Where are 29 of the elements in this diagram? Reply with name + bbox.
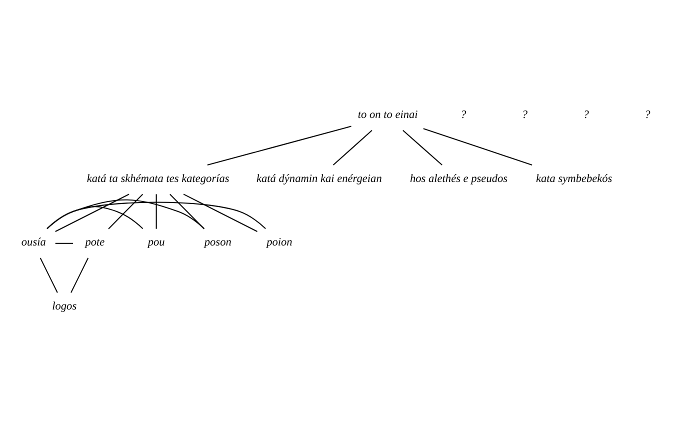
node-text: logos (52, 300, 77, 312)
connector (332, 130, 372, 166)
connector (40, 258, 58, 293)
connector (207, 126, 352, 166)
node-text: pote (85, 236, 105, 249)
connector (183, 194, 258, 232)
node-text: kata symbebekós (536, 172, 612, 185)
node-text: katá ta skhémata tes kategorías (86, 172, 230, 185)
connector (108, 194, 144, 230)
label: ? (522, 108, 528, 121)
connector (402, 130, 442, 166)
connector (46, 206, 144, 229)
node-text: pou (148, 236, 165, 249)
node-text: ousía (21, 236, 46, 249)
node-text: poson (204, 236, 232, 249)
node-text: to on to einai (358, 108, 418, 121)
node-text: poion (266, 236, 292, 249)
node-text: katá dýnamin kai enérgeian (256, 172, 382, 185)
connector (70, 258, 89, 293)
connector (55, 242, 73, 244)
connector (423, 128, 532, 166)
connector (55, 194, 130, 232)
connector (46, 202, 266, 229)
connector (156, 194, 157, 229)
label: ? (460, 108, 466, 121)
label: ? (583, 108, 589, 121)
label: ? (644, 108, 650, 121)
connector (46, 199, 205, 229)
node-text: hos alethés e pseudos (410, 172, 508, 185)
